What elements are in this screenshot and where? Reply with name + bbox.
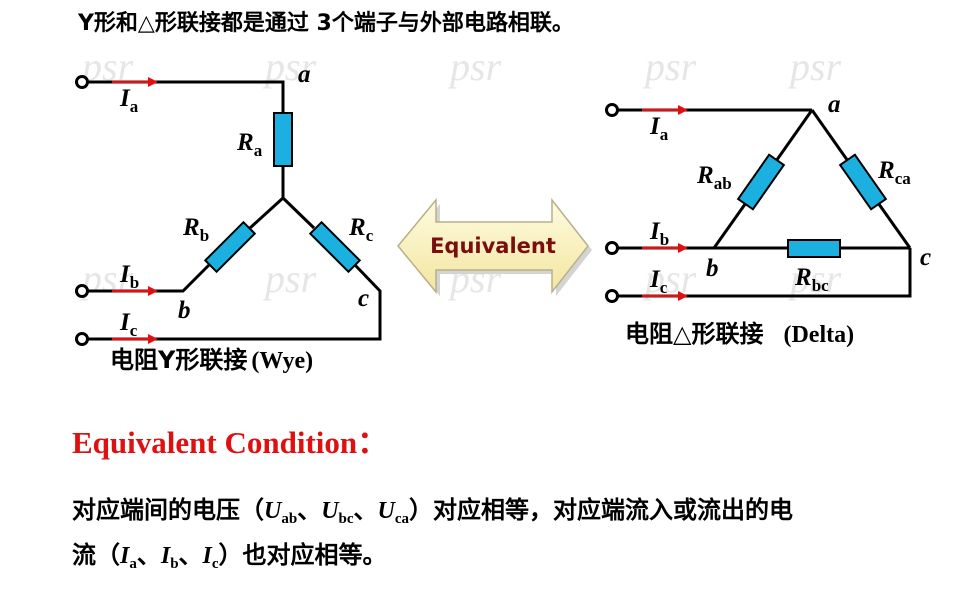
watermark-layer: psr psr psr psr psr psr psr psr psr psr — [79, 44, 842, 301]
delta-label-rab: Rab — [696, 162, 732, 193]
delta-current-arrows — [642, 105, 688, 301]
terminal-a — [605, 103, 619, 117]
wire-ab-top — [772, 109, 814, 165]
wye-label-rb: Rb — [182, 214, 209, 245]
resistor-ra — [273, 112, 293, 167]
resistor-rbc — [787, 239, 841, 258]
condition-title: Equivalent Condition： — [72, 425, 388, 460]
terminal-b — [75, 284, 89, 298]
delta-node-a: a — [828, 91, 841, 118]
wye-label-rc: Rc — [348, 214, 374, 245]
wye-caption: 电阻Y形联接(Wye) — [110, 346, 313, 374]
wire-ca-bot — [874, 199, 912, 249]
terminal-c — [605, 289, 619, 303]
resistor-rca — [838, 153, 888, 211]
resistor-rb — [203, 220, 257, 274]
terminal-a — [75, 75, 89, 89]
equivalent-label: Equivalent — [430, 234, 556, 258]
terminal-b — [605, 241, 619, 255]
delta-label-ib: Ib — [649, 218, 669, 249]
wye-label-ib: Ib — [119, 261, 139, 292]
wye-label-ra: Ra — [236, 129, 263, 160]
wye-node-b: b — [178, 297, 191, 324]
wye-node-a: a — [298, 61, 311, 88]
wye-label-ia: Ia — [119, 85, 139, 116]
condition-line-2: 流（Ia、Ib、Ic）也对应相等。 — [72, 541, 387, 572]
delta-node-b: b — [706, 255, 719, 282]
header-text: Y形和△形联接都是通过 3个端子与外部电路相联。 — [77, 10, 574, 36]
watermark-text: psr — [642, 256, 697, 301]
watermark-text: psr — [787, 256, 842, 301]
terminal-c — [75, 332, 89, 346]
wire-c — [618, 248, 912, 298]
watermark-text: psr — [642, 44, 697, 89]
wire-ca-top — [810, 109, 852, 165]
watermark-text: psr — [787, 44, 842, 89]
watermark-text: psr — [262, 256, 317, 301]
resistor-rab — [736, 153, 786, 211]
delta-label-rbc: Rbc — [794, 264, 829, 295]
wire-c — [88, 263, 382, 341]
condition-line-1: 对应端间的电压（Uab、Ubc、Uca）对应相等，对应端流入或流出的电 — [72, 496, 793, 527]
delta-caption: 电阻△形联接(Delta) — [625, 320, 854, 348]
resistor-rc — [308, 220, 362, 274]
delta-label-rca: Rca — [877, 157, 911, 188]
watermark-text: psr — [447, 44, 502, 89]
wye-node-c: c — [358, 285, 369, 312]
equivalent-double-arrow — [397, 197, 589, 295]
wye-circuit — [75, 75, 382, 346]
wire-ab-bot — [712, 199, 750, 249]
wye-current-arrows — [112, 77, 158, 344]
wire-center-rc — [281, 196, 316, 230]
delta-node-c: c — [920, 244, 931, 271]
delta-label-ia: Ia — [649, 113, 669, 144]
wye-label-ic: Ic — [119, 309, 138, 340]
wire-center-rb — [248, 196, 285, 230]
delta-label-ic: Ic — [649, 266, 668, 297]
